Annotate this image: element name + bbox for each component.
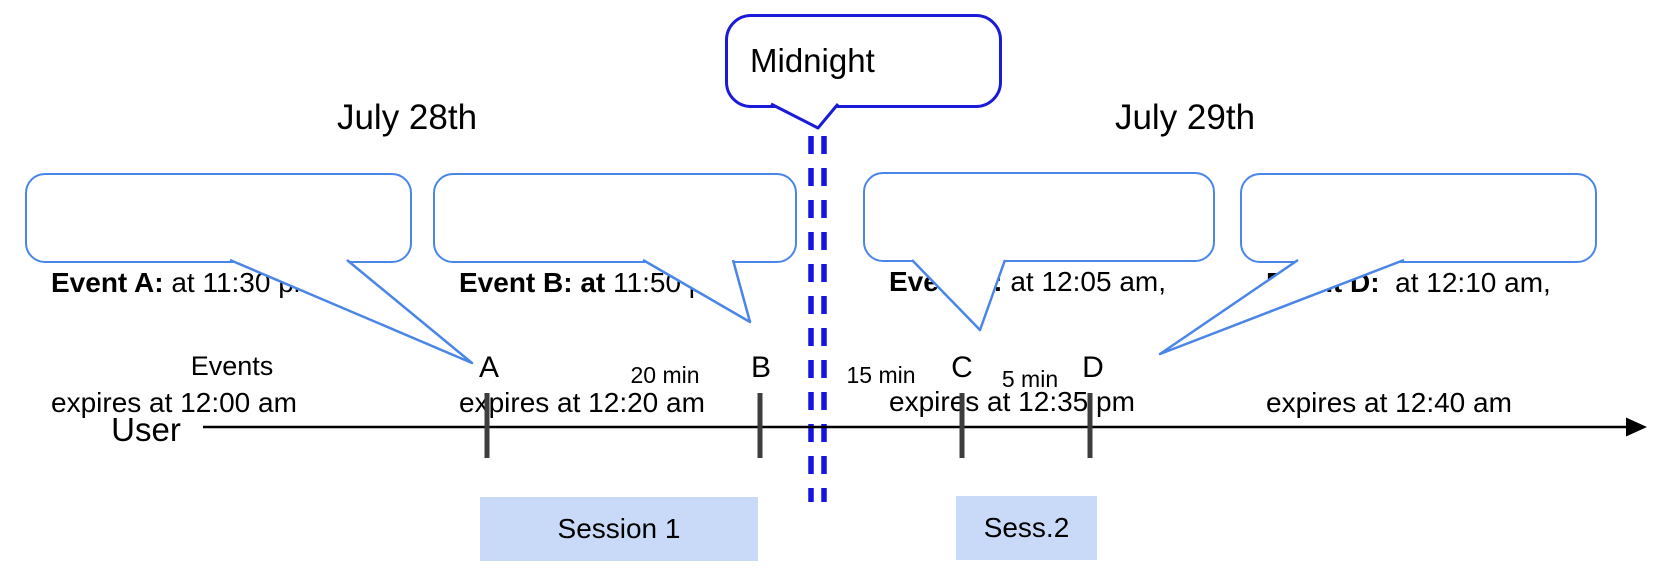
- session-2-box: Sess.2: [956, 496, 1097, 560]
- event-a-line1: Event A: at 11:30 pm,: [51, 267, 325, 298]
- date-right-label: July 29th: [1114, 98, 1256, 137]
- event-d-line2: expires at 12:40 am: [1266, 387, 1512, 418]
- timeline-arrowhead-icon: [1626, 417, 1647, 437]
- date-left-label: July 28th: [336, 98, 478, 137]
- tick-label-a: A: [478, 351, 500, 384]
- event-c-callout: Event C: at 12:05 am, expires at 12:35 p…: [863, 172, 1215, 417]
- event-b-callout: Event B: at 11:50 pm, expires at 12:20 a…: [433, 173, 797, 418]
- event-d-callout: Event D: at 12:10 am, expires at 12:40 a…: [1240, 173, 1597, 418]
- user-row-label: User: [111, 411, 181, 448]
- event-d-line1: Event D: at 12:10 am,: [1266, 267, 1551, 298]
- session-1-label: Session 1: [557, 513, 681, 544]
- interval-20min-label: 20 min: [630, 362, 700, 388]
- session-2-label: Sess.2: [983, 512, 1070, 543]
- event-b-line2: expires at 12:20 am: [459, 387, 705, 418]
- midnight-label: Midnight: [750, 42, 875, 79]
- midnight-callout: Midnight: [725, 14, 1002, 108]
- event-c-line2: expires at 12:35 pm: [889, 386, 1135, 417]
- event-a-line2: expires at 12:00 am: [51, 387, 297, 418]
- event-c-line1: Event C: at 12:05 am,: [889, 266, 1167, 297]
- tick-label-b: B: [750, 351, 772, 384]
- event-a-callout: Event A: at 11:30 pm, expires at 12:00 a…: [25, 173, 412, 418]
- tick-label-d: D: [1082, 351, 1104, 384]
- tick-label-c: C: [951, 351, 973, 384]
- event-b-line1: Event B: at 11:50 pm,: [459, 267, 736, 298]
- interval-5min-label: 5 min: [1001, 366, 1059, 392]
- interval-15min-label: 15 min: [846, 362, 916, 388]
- session-1-box: Session 1: [480, 497, 758, 561]
